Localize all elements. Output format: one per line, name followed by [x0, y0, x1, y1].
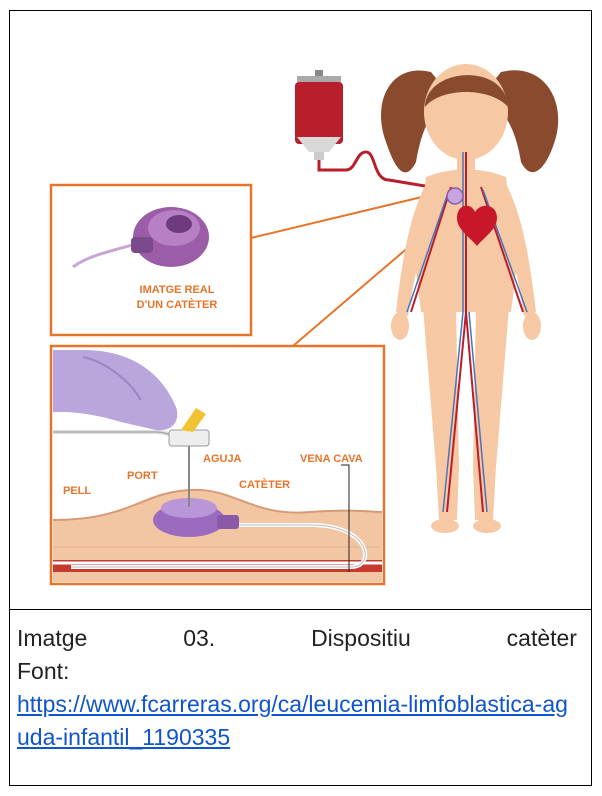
- figure-caption: Imatge 03. Dispositiu catèter Font: http…: [17, 622, 577, 754]
- caption-divider: [10, 609, 591, 610]
- label-vena-cava: VENA CAVA: [300, 453, 363, 465]
- caption-title-line: Imatge 03. Dispositiu catèter: [17, 622, 577, 655]
- label-port: PORT: [127, 470, 158, 482]
- callout-line-1: IMATGE REAL: [140, 284, 215, 296]
- caption-source-label: Font:: [17, 655, 577, 688]
- source-link[interactable]: https://www.fcarreras.org/ca/leucemia-li…: [17, 691, 568, 750]
- callout-line-2: D'UN CATÈTER: [137, 298, 218, 311]
- label-pell: PELL: [63, 485, 91, 497]
- caption-word-3: Dispositiu: [311, 622, 411, 655]
- caption-word-2: 03.: [183, 622, 215, 655]
- cross-section-detail: AGUJA PORT PELL CATÈTER VENA CAVA: [51, 346, 384, 584]
- real-catheter-callout: IMATGE REAL D'UN CATÈTER: [51, 185, 251, 335]
- girl-figure: [381, 64, 558, 533]
- chest-port-marker: [447, 188, 463, 204]
- label-aguja: AGUJA: [203, 453, 242, 465]
- label-cateter: CATÈTER: [239, 478, 290, 491]
- caption-word-4: catèter: [507, 622, 577, 655]
- catheter-illustration: IMATGE REAL D'UN CATÈTER: [11, 12, 591, 608]
- caption-word-1: Imatge: [17, 622, 87, 655]
